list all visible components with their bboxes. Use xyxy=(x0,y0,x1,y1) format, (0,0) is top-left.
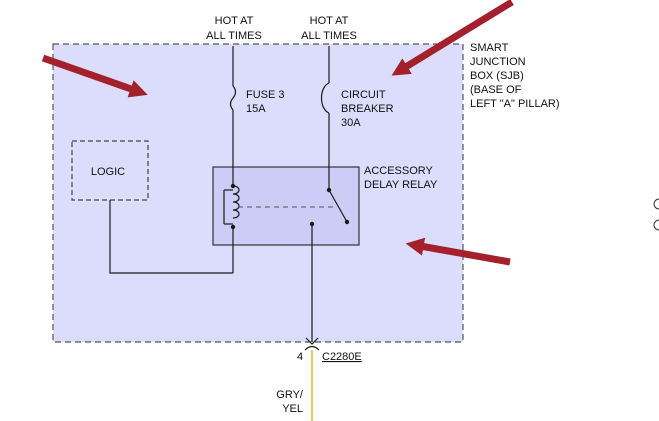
wire-color-label-2: YEL xyxy=(282,403,303,415)
sjb-label-4: (BASE OF xyxy=(470,84,522,96)
offpage-marker-2 xyxy=(653,219,659,231)
fuse-name-label: FUSE 3 xyxy=(246,89,285,101)
connector-name-label: C2280E xyxy=(322,351,362,363)
switch-contact-node xyxy=(344,219,350,225)
fuse-symbol xyxy=(229,85,237,111)
arrow-top-right xyxy=(391,0,514,76)
relay-box xyxy=(212,166,360,246)
breaker-rating-label: 30A xyxy=(341,117,361,129)
hot-left-label-1: HOT AT xyxy=(215,15,254,27)
relay-switch-blade xyxy=(328,189,348,223)
relay-label-1: ACCESSORY xyxy=(364,165,434,177)
relay-coil xyxy=(232,185,240,219)
hot-right-label-2: ALL TIMES xyxy=(301,30,357,42)
sjb-label-2: JUNCTION xyxy=(470,56,526,68)
arrow-top-left xyxy=(41,54,148,98)
connector-symbol xyxy=(305,337,319,345)
wire-color-label-1: GRY/ xyxy=(276,389,304,401)
logic-box xyxy=(71,140,149,201)
sjb-label-3: BOX (SJB) xyxy=(470,70,524,82)
connector-cup xyxy=(304,345,320,351)
relay-label-2: DELAY RELAY xyxy=(364,179,438,191)
logic-to-coil-wire xyxy=(109,200,233,274)
circuit-breaker-symbol xyxy=(320,82,330,114)
fuse-rating-label: 15A xyxy=(246,103,266,115)
breaker-label-1: CIRCUIT xyxy=(341,89,386,101)
sjb-label-5: LEFT "A" PILLAR) xyxy=(470,98,560,110)
logic-label: LOGIC xyxy=(91,166,125,178)
arrow-bottom-right xyxy=(405,237,511,266)
hot-left-label-2: ALL TIMES xyxy=(206,30,262,42)
sjb-label-1: SMART xyxy=(470,42,509,54)
breaker-label-2: BREAKER xyxy=(341,103,394,115)
offpage-marker-1 xyxy=(653,198,659,210)
hot-right-label-1: HOT AT xyxy=(310,15,349,27)
connector-pin-label: 4 xyxy=(297,351,303,363)
